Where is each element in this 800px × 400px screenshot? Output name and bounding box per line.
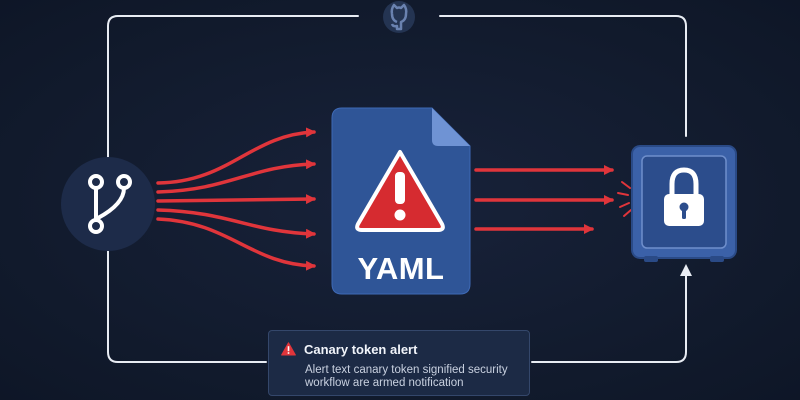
frame-top-left-segment — [107, 15, 359, 161]
frame-left-bottom-segment — [107, 247, 267, 363]
alert-message: Alert text canary token signified securi… — [305, 364, 508, 389]
document-label: YAML — [358, 251, 445, 286]
incoming-arrow — [156, 159, 316, 194]
alert-header: Canary token alert — [281, 340, 519, 358]
incoming-arrow — [156, 194, 316, 205]
warning-icon — [281, 342, 296, 356]
padlock-icon — [664, 167, 704, 226]
outgoing-arrows — [474, 165, 614, 234]
github-icon — [383, 1, 415, 33]
yaml-file-icon: YAML — [331, 107, 471, 295]
frame-right-bottom-segment — [531, 264, 692, 363]
incoming-arrow — [156, 217, 316, 271]
warning-icon — [355, 150, 445, 232]
incoming-arrow — [156, 127, 316, 185]
canary-alert-notification[interactable]: Canary token alert Alert text canary tok… — [268, 330, 530, 396]
frame-top-right-segment — [439, 15, 687, 137]
git-branch-icon — [61, 157, 155, 251]
incoming-arrow — [156, 208, 316, 239]
workflow-loop-frame — [107, 15, 692, 363]
locked-safe-icon — [631, 145, 737, 262]
alert-title: Canary token alert — [304, 341, 418, 357]
incoming-arrows — [156, 127, 316, 271]
impact-sparks — [617, 181, 632, 217]
